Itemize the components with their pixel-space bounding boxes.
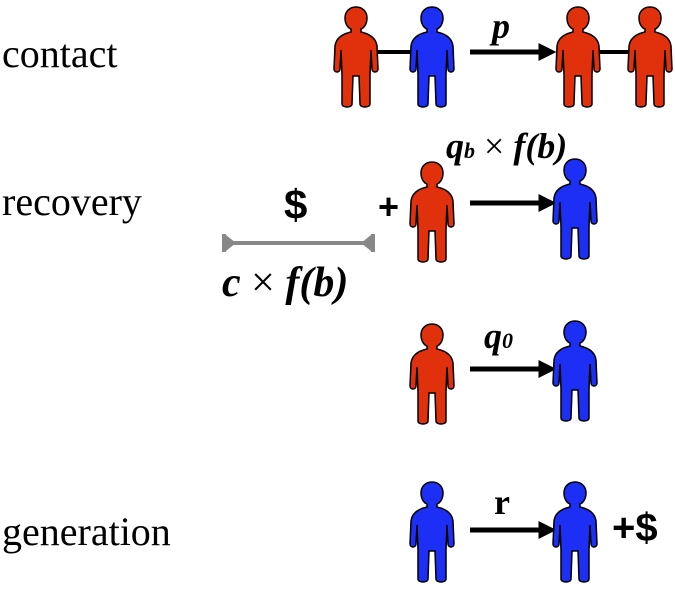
recovery-label: recovery: [2, 179, 142, 224]
spontaneous-rate: q0: [484, 318, 513, 354]
generation-rate-r: r: [494, 482, 510, 522]
infected-person-icon: [627, 6, 673, 108]
recovery-rate-times: ×: [484, 126, 505, 166]
spontaneous-rate-q: q: [484, 316, 502, 356]
contact-pair-before: [333, 6, 455, 108]
contact-rate-p: p: [492, 6, 510, 46]
cost-arg: (b): [299, 260, 349, 306]
recovery-rate-arg: (b): [525, 126, 568, 166]
infected-person-icon: [555, 6, 601, 108]
susceptible-person-icon: [552, 481, 598, 583]
contact-label: contact: [2, 31, 118, 76]
plus-sign: +: [378, 186, 400, 227]
infected-person-icon: [409, 323, 455, 425]
recovery-rate-subscript: b: [464, 138, 475, 163]
cost-f: f: [285, 260, 300, 306]
generation-gain: +$: [612, 506, 658, 550]
susceptible-person-icon: [409, 6, 455, 108]
infected-person-icon: [333, 6, 379, 108]
susceptible-person-icon: [552, 158, 598, 260]
cost-expression: c × f(b): [222, 262, 348, 304]
contact-pair-after: [555, 6, 673, 108]
susceptible-person-icon: [552, 320, 598, 422]
recovery-rate: qb × f(b): [446, 128, 567, 164]
infected-person-icon: [409, 161, 455, 263]
cost-bar: [222, 234, 375, 252]
cost-times: ×: [251, 260, 275, 306]
generation-label: generation: [2, 509, 171, 554]
cost-symbol: $: [284, 181, 308, 228]
recovery-rate-q: q: [446, 126, 464, 166]
cost-c: c: [222, 260, 241, 306]
susceptible-person-icon: [409, 481, 455, 583]
spontaneous-rate-subscript: 0: [502, 328, 513, 353]
recovery-rate-f: f: [513, 126, 526, 166]
